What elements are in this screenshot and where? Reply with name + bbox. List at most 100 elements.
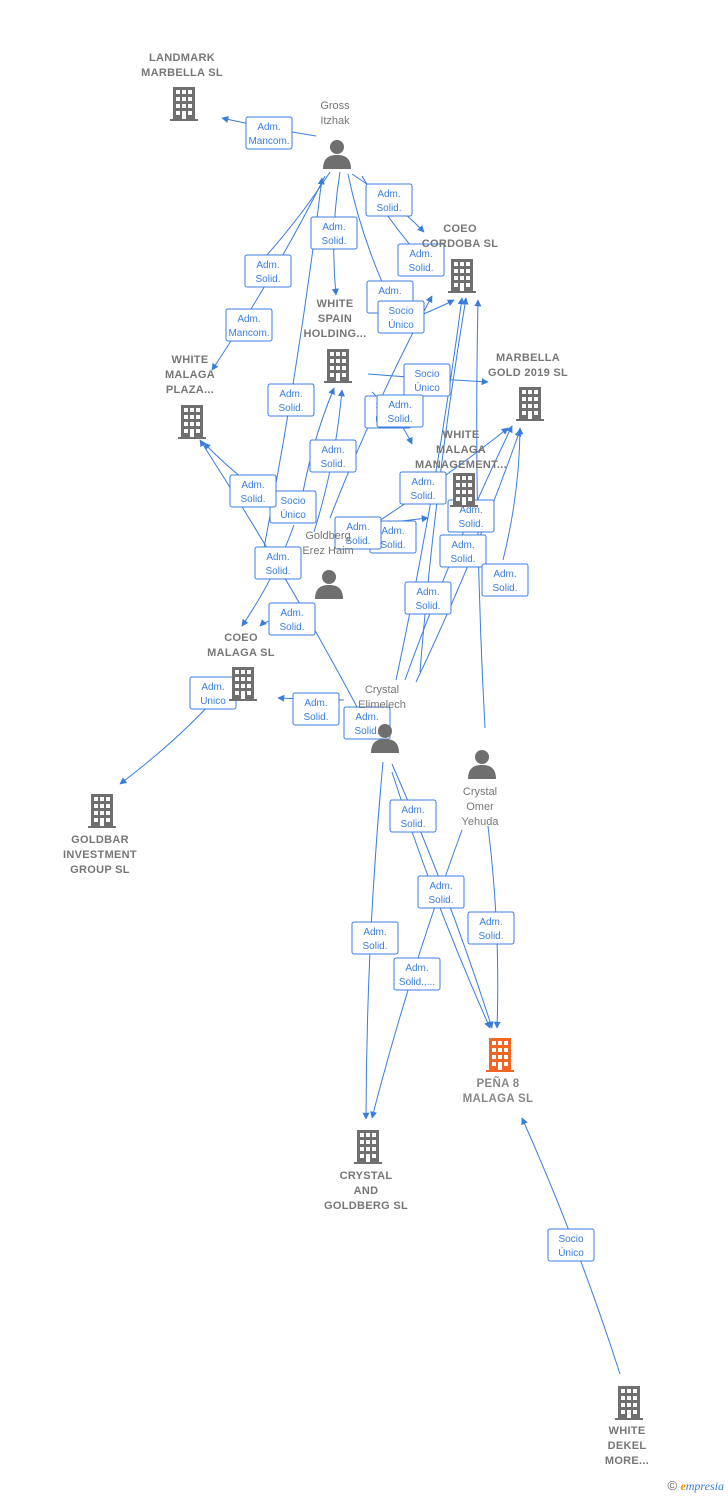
relation-label-text: Único — [414, 381, 440, 394]
relation-label[interactable]: Adm.Solid. — [267, 383, 315, 417]
relation-label-text: Adm. — [266, 552, 289, 563]
relation-label[interactable]: Adm.Solid. — [365, 183, 413, 217]
relation-label[interactable]: Adm.Solid. — [397, 243, 445, 277]
node-label: PLAZA... — [166, 384, 214, 396]
brand-initial: e — [680, 1479, 686, 1493]
relation-label-text: Adm. — [388, 400, 411, 411]
relation-label-text: Solid. — [255, 274, 280, 285]
relation-label[interactable]: Adm.Mancom. — [245, 116, 293, 150]
relation-label-text: Solid. — [428, 895, 453, 906]
relation-label-box — [399, 471, 447, 505]
node-white-spain[interactable]: WHITESPAINHOLDING... — [304, 298, 367, 383]
relation-label-text: Adm. — [405, 963, 428, 974]
relation-label[interactable]: Adm.Solid. — [309, 439, 357, 473]
relation-label-text: Adm. — [256, 260, 279, 271]
relation-label-text: Socio — [558, 1234, 583, 1245]
relation-label-box — [229, 474, 277, 508]
relation-label-box — [403, 363, 451, 397]
relation-label[interactable]: Adm.Solid. — [334, 516, 382, 550]
node-label: COEO — [224, 632, 258, 644]
relation-label[interactable]: Adm.Solid. — [292, 692, 340, 726]
relation-label-box — [404, 581, 452, 615]
relation-labels-layer: Adm.Mancom.Adm.Solid.Adm.Solid.Adm.Solid… — [189, 116, 595, 1262]
relation-label-box — [481, 563, 529, 597]
relation-label[interactable]: Adm.Solid. — [268, 602, 316, 636]
node-label: WHITE — [317, 298, 354, 310]
node-label: Erez Haim — [302, 545, 353, 557]
relation-label-box — [245, 116, 293, 150]
node-coeo-malaga[interactable]: COEO MALAGA SL — [207, 632, 275, 701]
node-white-dekel[interactable]: WHITEDEKELMORE... — [605, 1386, 649, 1467]
brand-name: mpresia — [685, 1479, 724, 1493]
relation-label[interactable]: Adm.Solid. — [439, 534, 487, 568]
relation-label[interactable]: Adm.Solid. — [481, 563, 529, 597]
relation-label-box — [397, 243, 445, 277]
node-label: MANAGEMENT... — [415, 459, 507, 471]
relation-label[interactable]: Adm. Solid. — [404, 581, 452, 615]
relation-label-box — [292, 692, 340, 726]
relation-label-text: Solid. — [492, 583, 517, 594]
relation-label-text: Mancom. — [228, 328, 269, 339]
relation-label-text: Solid. — [400, 819, 425, 830]
relation-label-box — [254, 546, 302, 580]
relation-label[interactable]: Adm.Mancom. — [225, 308, 273, 342]
building-icon — [354, 1130, 382, 1164]
relation-label[interactable]: Adm.Solid. — [467, 911, 515, 945]
relation-label[interactable]: Adm.Solid. — [376, 394, 424, 428]
brand-logo[interactable]: empresia — [680, 1479, 724, 1493]
relation-label-text: Adm. — [241, 480, 264, 491]
relation-label-text: Solid. — [415, 601, 440, 612]
relation-label[interactable]: Adm.Solid. — [351, 921, 399, 955]
building-icon — [229, 667, 257, 701]
relation-label[interactable]: Adm.Solid. — [254, 546, 302, 580]
relation-label-text: Socio — [280, 496, 305, 507]
building-icon — [178, 405, 206, 439]
relation-label[interactable]: Adm.Solid. — [310, 216, 358, 250]
copyright-symbol: © — [667, 1478, 678, 1493]
building-icon — [615, 1386, 643, 1420]
relation-label-text: Adm. — [322, 222, 345, 233]
relation-label-text: Adm. — [363, 927, 386, 938]
relation-label[interactable]: Adm.Solid. — [417, 875, 465, 909]
relation-label-box — [376, 394, 424, 428]
node-label: CRYSTAL — [340, 1170, 393, 1182]
node-white-malaga-mgmt[interactable]: WHITEMALAGAMANAGEMENT... — [415, 429, 507, 507]
relation-label-text: Adm. — [355, 712, 378, 723]
node-label: MALAGA — [165, 369, 215, 381]
building-icon — [450, 473, 478, 507]
node-label: HOLDING... — [304, 328, 367, 340]
relation-label-text: Solid. — [303, 712, 328, 723]
relation-label-text: Solid. — [408, 263, 433, 274]
relation-label[interactable]: Adm.Solid.,... — [393, 957, 441, 991]
node-white-malaga-plaza[interactable]: WHITEMALAGAPLAZA... — [165, 354, 215, 439]
relation-label-text: Adm. — [416, 587, 439, 598]
relation-label[interactable]: Adm.Solid. — [399, 471, 447, 505]
relation-label-box — [389, 799, 437, 833]
node-label: Goldberg — [305, 530, 350, 542]
node-label: Elimelech — [358, 699, 406, 711]
node-label: MALAGA SL — [207, 647, 275, 659]
relation-label[interactable]: Adm. Solid. — [244, 254, 292, 288]
node-label: INVESTMENT — [63, 849, 137, 861]
relation-label[interactable]: Adm.Solid. — [229, 474, 277, 508]
node-label: PEÑA 8 — [477, 1077, 520, 1090]
relation-label-text: Mancom. — [248, 136, 289, 147]
node-label: WHITE — [443, 429, 480, 441]
building-icon — [88, 794, 116, 828]
relation-label[interactable]: Adm.Solid. — [389, 799, 437, 833]
relation-label[interactable]: Adm.Unico — [189, 676, 237, 710]
